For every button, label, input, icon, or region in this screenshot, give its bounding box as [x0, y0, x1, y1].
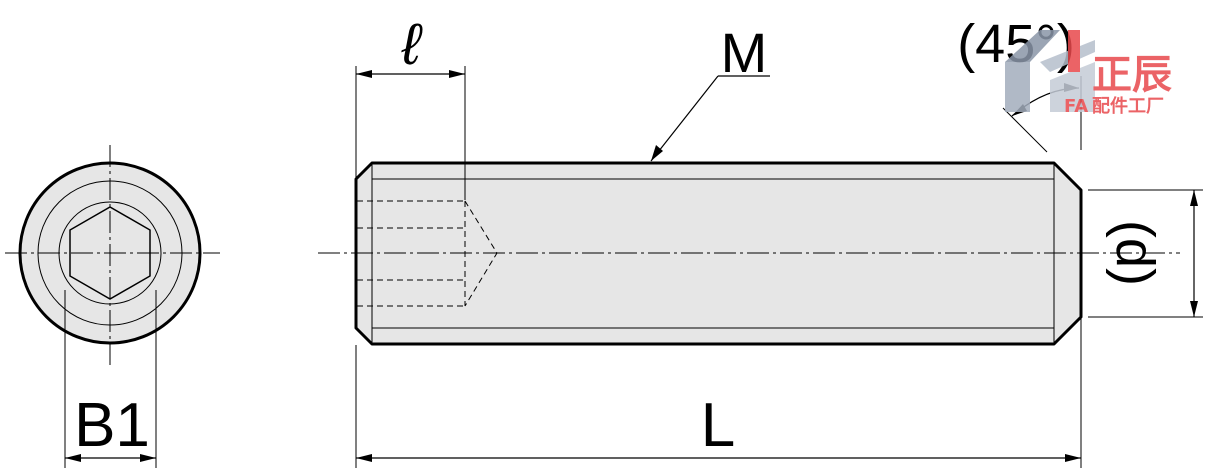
- logo-mark-icon: [1005, 30, 1095, 112]
- ell-label: ℓ: [401, 12, 423, 77]
- d-dimension: (d): [1088, 189, 1203, 318]
- b1-arrow-right: [140, 454, 156, 462]
- b1-label: B1: [74, 391, 150, 460]
- watermark-brand-fa: FA: [1064, 96, 1088, 117]
- watermark-brand-main: 正辰: [1092, 52, 1172, 98]
- d-label: (d): [1105, 220, 1165, 286]
- end-view: B1: [5, 145, 220, 468]
- m-leader: M: [650, 21, 770, 162]
- l-dimension: L: [355, 318, 1082, 468]
- b1-arrow-left: [65, 454, 81, 462]
- ell-dimension: ℓ: [355, 12, 466, 200]
- l-label: L: [701, 391, 735, 460]
- watermark-brand-sub: 配件工厂: [1092, 95, 1164, 117]
- m-label: M: [721, 21, 768, 84]
- side-view: [318, 161, 1180, 346]
- watermark-logo: 正辰 FA 配件工厂: [1005, 30, 1172, 117]
